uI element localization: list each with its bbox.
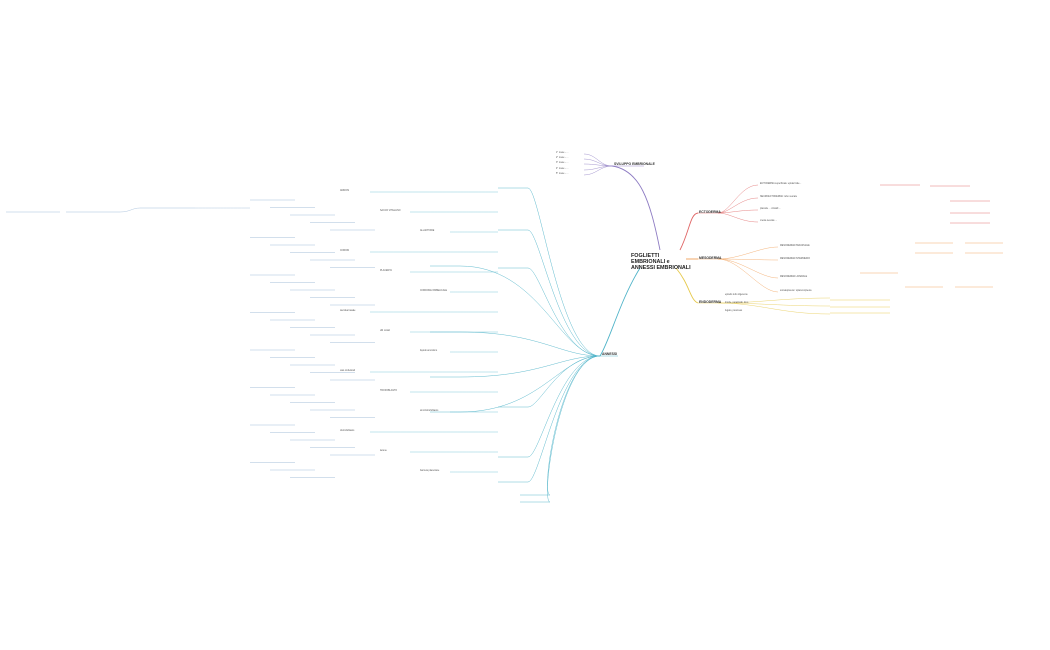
mesoderma-leaf[interactable]: MESODERMA INTERMEDIO	[780, 258, 810, 260]
branch-endoderma[interactable]: ENDODERMA	[699, 300, 722, 304]
branch-line-annessi	[599, 267, 641, 357]
annessi-connector	[459, 355, 601, 413]
ectoderma-leaf[interactable]: NEUROECTODERMA: tubo neurale	[760, 196, 797, 198]
annessi-leaf[interactable]: TROFOBLASTO	[380, 390, 398, 392]
endoderma-connector	[717, 297, 831, 304]
ectoderma-leaf[interactable]: cresta neurale ...	[760, 220, 778, 222]
sviluppo-connector	[583, 163, 613, 167]
endoderma-leaf[interactable]: epitelio tubo digerente	[725, 294, 748, 296]
endoderma-leaf[interactable]: fegato, pancreas	[725, 310, 743, 312]
endoderma-connector	[717, 302, 831, 315]
annessi-leaf[interactable]: lacune	[380, 450, 387, 452]
central-topic[interactable]: FOGLIETTI EMBRIONALI e ANNESSI EMBRIONAL…	[631, 253, 691, 272]
branch-sviluppo[interactable]: SVILUPPO EMBRIONALE	[614, 162, 655, 166]
annessi-leaf[interactable]: PLACENTA	[380, 270, 392, 272]
mesoderma-leaf[interactable]: MESODERMA LATERALE	[780, 276, 808, 278]
annessi-leaf[interactable]: sinciziotrofoblasto	[420, 410, 439, 412]
mesoderma-connector	[717, 246, 779, 260]
annessi-leaf[interactable]: villi coriali	[380, 330, 390, 332]
mesoderma-connector	[717, 258, 779, 279]
annessi-leaf[interactable]: citotrofoblasto	[340, 430, 355, 432]
annessi-leaf[interactable]: ALLANTOIDE	[420, 230, 435, 232]
branch-annessi[interactable]: ANNESSI	[602, 352, 618, 356]
annessi-connector	[459, 331, 601, 357]
mesoderma-connector	[717, 258, 779, 293]
annessi-leaf[interactable]: barriera placentare	[420, 470, 440, 472]
sviluppo-leaf[interactable]: 4° mese - ...	[556, 168, 569, 170]
sviluppo-connector	[583, 165, 613, 176]
annessi-connector	[459, 355, 601, 378]
annessi-connector	[527, 267, 601, 357]
mesoderma-leaf[interactable]: MESODERMA PARASSIALE	[780, 245, 810, 247]
annessi-connector	[459, 265, 601, 357]
branch-ectoderma[interactable]: ECTODERMA	[699, 210, 721, 214]
mesoderma-connector	[717, 258, 779, 261]
endoderma-connector	[717, 302, 831, 307]
ectoderma-connector	[717, 197, 759, 214]
annessi-leaf[interactable]: vasi ombelicali	[340, 370, 355, 372]
sviluppo-leaf[interactable]: 5° mese - ...	[556, 173, 569, 175]
ectoderma-connector	[717, 209, 759, 214]
branch-line-sviluppo	[611, 165, 661, 251]
annessi-leaf[interactable]: CORION	[340, 250, 350, 252]
ectoderma-connector	[717, 184, 759, 214]
annessi-leaf[interactable]: CORDONE OMBELICALE	[420, 290, 448, 292]
sviluppo-leaf[interactable]: 2° mese - ...	[556, 157, 569, 159]
annessi-leaf[interactable]: SACCO VITELLINO	[380, 210, 401, 212]
annessi-connector	[547, 355, 601, 496]
far-left-connector	[119, 207, 141, 213]
ectoderma-connector	[717, 212, 759, 223]
annessi-connector	[527, 355, 601, 483]
sviluppo-leaf[interactable]: 1° mese - ...	[556, 152, 569, 154]
annessi-leaf[interactable]: liquido amniotico	[420, 350, 438, 352]
branch-mesoderma[interactable]: MESODERMA	[699, 256, 722, 260]
annessi-connector	[547, 355, 601, 503]
annessi-leaf[interactable]: decidua basale	[340, 310, 356, 312]
ectoderma-leaf[interactable]: placode ... cristalli ...	[760, 208, 781, 210]
ectoderma-leaf[interactable]: ECTODERMA superficiale: epidermide...	[760, 183, 802, 185]
branch-line-endoderma	[675, 267, 699, 304]
mesoderma-leaf[interactable]: somatopleura / splancnopleura	[780, 290, 812, 292]
annessi-connector	[527, 229, 601, 357]
branch-line-ectoderma	[679, 212, 699, 251]
endoderma-leaf[interactable]: tiroide, paratiroidi, timo	[725, 302, 749, 304]
sviluppo-leaf[interactable]: 3° mese - ...	[556, 162, 569, 164]
annessi-leaf[interactable]: AMNIOS	[340, 190, 350, 192]
annessi-connector	[527, 187, 601, 357]
